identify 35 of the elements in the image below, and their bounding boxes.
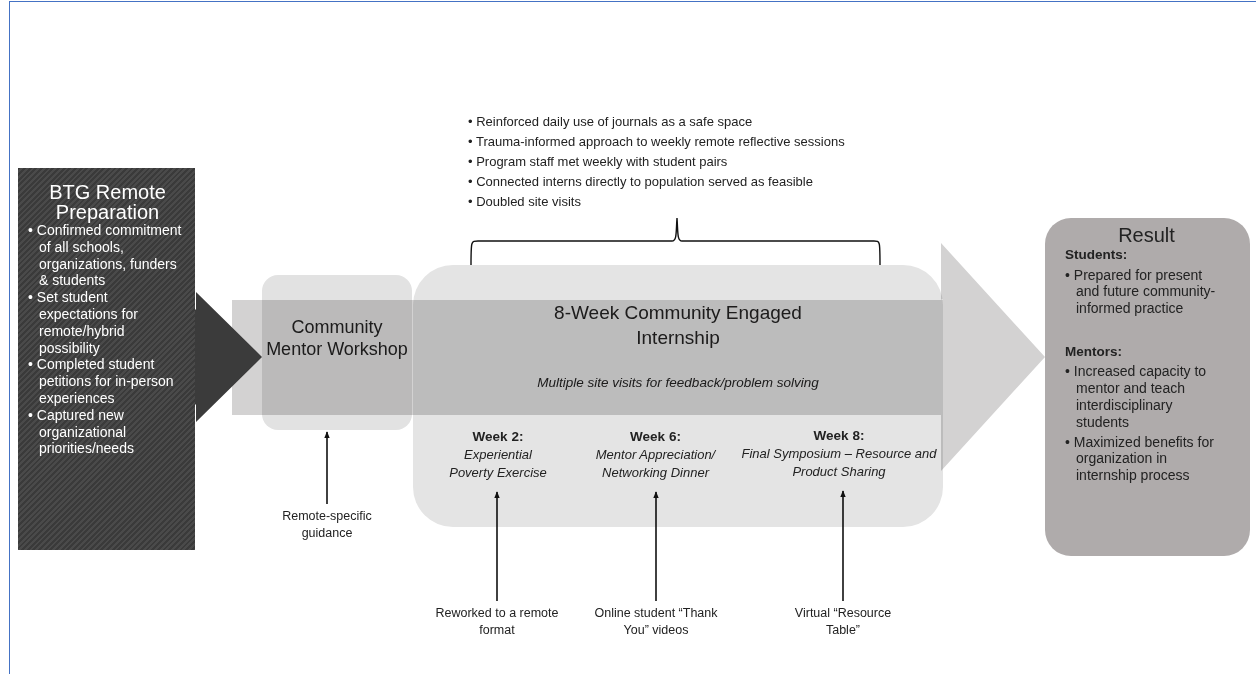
bullet-text: • Trauma-informed approach to weekly remote reflective sessions (468, 133, 846, 151)
bullet-text: • Maximized benefits for organization in internship process (1065, 433, 1215, 485)
bullet-text: • Program staff met weekly with student pairs (468, 153, 729, 171)
bullet-text: • Reinforced daily use of journals as a safe space (468, 113, 754, 131)
bullet-text: • Doubled site visits (468, 193, 582, 211)
note-text: Remote-specific guidance (281, 508, 373, 542)
box-heading: Result (1117, 224, 1176, 246)
milestone-heading: Week 8: (812, 427, 866, 445)
box-heading: Community Mentor Workshop (265, 316, 409, 361)
process-box (262, 275, 412, 430)
box-subheading: Mentors: (1065, 342, 1123, 361)
bullet-text: • Connected interns directly to population served as feasible (468, 173, 814, 191)
bullet-text: • Completed student petitions for in-person experiences (28, 356, 175, 407)
milestone-heading: Week 2: (471, 428, 525, 446)
block-arrow (941, 243, 1045, 471)
result-box (1045, 218, 1250, 556)
bullet-text: • Captured new organizational priorities/needs (28, 406, 135, 458)
note-text: Online student “Thank You” videos (593, 605, 719, 639)
process-box (413, 265, 943, 527)
milestone-text: Experiential Poverty Exercise (448, 445, 548, 482)
process-box (18, 168, 195, 550)
bullet-text: • Confirmed commitment of all schools, organizations, funders & students (28, 222, 183, 290)
bullet-text: • Increased capacity to mentor and teach interdisciplinary students (1065, 363, 1208, 431)
box-subtitle: Multiple site visits for feedback/problem solving (536, 375, 820, 392)
milestone-text: Mentor Appreciation/ Networking Dinner (594, 445, 717, 482)
box-heading: 8-Week Community Engaged Internship (553, 301, 803, 350)
bullet-text: • Set student expectations for remote/hybrid possibility (28, 289, 139, 357)
milestone-heading: Week 6: (629, 428, 682, 446)
box-subheading: Students: (1065, 246, 1129, 264)
milestone-text: Final Symposium – Resource and Product Sharing (740, 444, 938, 481)
note-text: Virtual “Resource Table” (793, 605, 893, 639)
note-text: Reworked to a remote format (434, 605, 560, 639)
arrow (324, 431, 330, 505)
block-arrow (195, 292, 262, 422)
bullet-text: • Prepared for present and future community-informed practice (1065, 266, 1217, 317)
